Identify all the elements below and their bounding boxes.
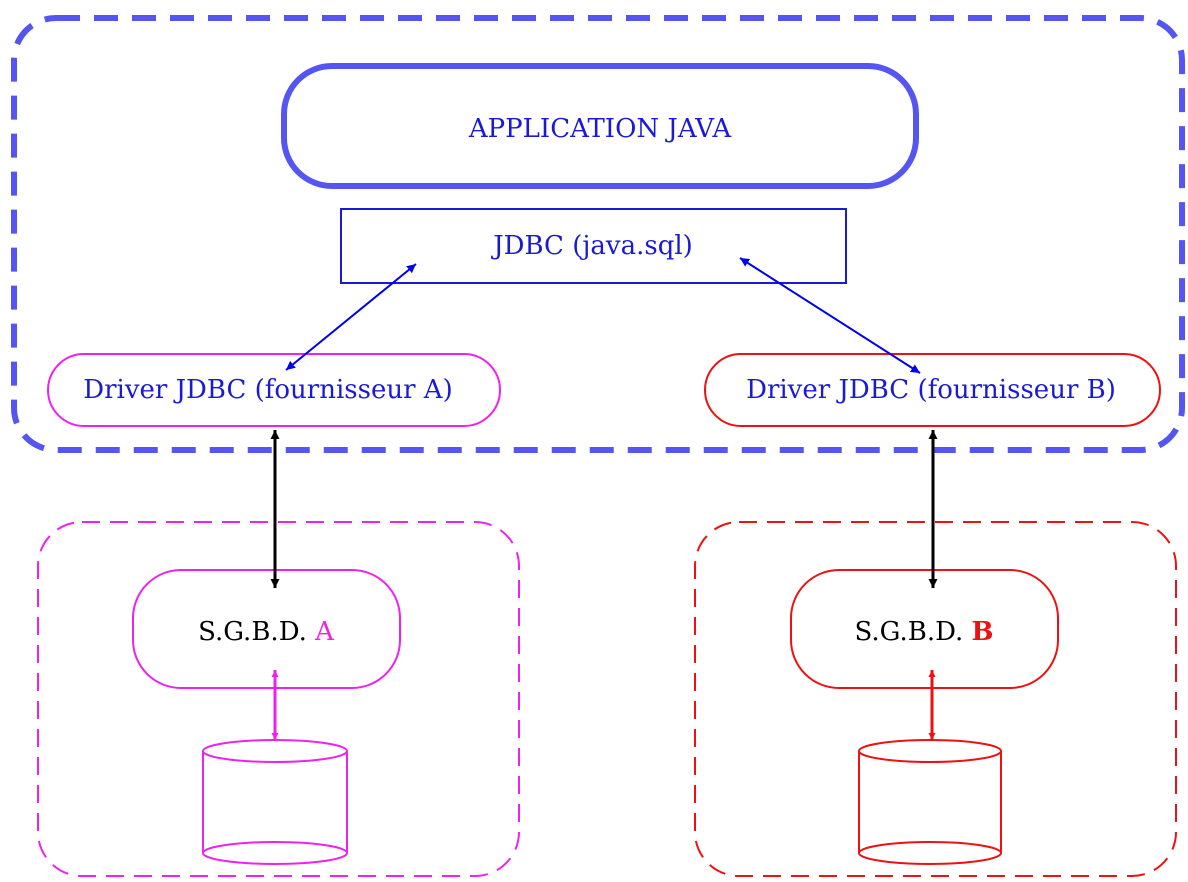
java-side-container [11, 15, 1185, 453]
sgbd-a-letter: A [314, 617, 335, 647]
driver-a-box [47, 353, 501, 427]
jdbc-label: JDBC (java.sql) [490, 231, 693, 261]
driver-a-label: Driver JDBC (fournisseur A) [83, 375, 452, 405]
application-java-label: APPLICATION JAVA [468, 114, 732, 144]
jdbc-box [340, 208, 847, 284]
dbms-a-container [37, 521, 520, 877]
sgbd-a-box [132, 569, 401, 689]
driver-b-label: Driver JDBC (fournisseur B) [746, 375, 1116, 405]
driver-b-box [704, 353, 1161, 427]
sgbd-a-prefix: S.G.B.D. [198, 617, 315, 647]
sgbd-b-box [790, 569, 1059, 689]
database-a-icon [202, 739, 348, 865]
arrow-jdbc-driver-a [285, 263, 417, 371]
application-java-box [281, 63, 919, 189]
arrow-jdbc-driver-b [739, 257, 921, 374]
sgbd-b-letter: B [972, 617, 994, 647]
sgbd-b-label: S.G.B.D. B [854, 617, 993, 647]
database-b-icon [858, 739, 1002, 865]
sgbd-a-label: S.G.B.D. A [198, 617, 335, 647]
sgbd-b-prefix: S.G.B.D. [854, 617, 971, 647]
dbms-b-container [694, 521, 1177, 877]
